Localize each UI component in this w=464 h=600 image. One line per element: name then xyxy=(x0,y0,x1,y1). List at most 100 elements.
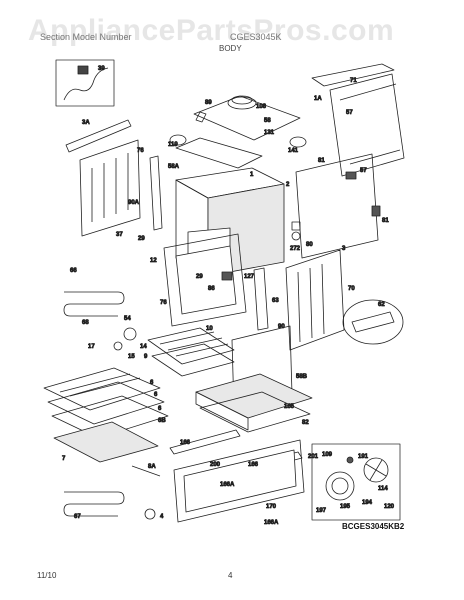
part-127 xyxy=(221,271,233,281)
callout: 6 xyxy=(158,406,162,412)
callout: 200 xyxy=(210,462,221,468)
callout: 131 xyxy=(264,130,275,136)
callout: 29 xyxy=(196,274,203,280)
callout: 3 xyxy=(342,246,346,252)
side-strip-90a xyxy=(149,155,163,231)
part-57 xyxy=(345,171,357,180)
part-80 xyxy=(291,231,301,241)
callout: 2 xyxy=(286,182,290,188)
callout: 166 xyxy=(248,462,259,468)
callout: 195 xyxy=(340,504,351,510)
callout: 17 xyxy=(88,344,95,350)
leg-4 xyxy=(144,508,156,520)
grid-line xyxy=(175,343,229,357)
callout: 37 xyxy=(116,232,123,238)
callout: 80 xyxy=(306,242,313,248)
section-title: BODY xyxy=(219,44,242,53)
callout: 1 xyxy=(250,172,254,178)
terminal-block xyxy=(351,311,395,333)
part-272 xyxy=(291,221,301,231)
callout: 66 xyxy=(70,268,77,274)
footer-date: 11/10 xyxy=(37,571,57,580)
header-model-number: CGES3045K xyxy=(230,32,282,42)
callout: 127 xyxy=(244,274,255,280)
light-lens xyxy=(123,327,137,341)
callout: 90A xyxy=(128,200,140,206)
callout: 170 xyxy=(266,504,277,510)
panel-rib xyxy=(321,263,325,335)
fan-motor-hub xyxy=(331,477,349,495)
callout: 62 xyxy=(378,302,385,308)
bottom-tray-edge xyxy=(195,391,249,431)
callout: 166 xyxy=(180,440,191,446)
callout: 120 xyxy=(384,504,395,510)
callout: 58 xyxy=(264,118,271,124)
callout: 166A xyxy=(220,482,235,488)
power-cord-inset xyxy=(55,59,115,107)
callout: 109 xyxy=(322,452,333,458)
bake-element-66 xyxy=(63,291,125,317)
callout: 166A xyxy=(264,520,279,526)
fan-blade-line xyxy=(369,459,383,481)
broil-element-67 xyxy=(63,491,125,517)
power-cord xyxy=(63,67,109,101)
diagram-code: BCGES3045KB2 xyxy=(342,522,405,531)
strip-63 xyxy=(253,267,269,331)
broil-pan-base xyxy=(151,343,235,377)
drawer-opening xyxy=(183,449,297,513)
drawer-panel-7 xyxy=(53,421,159,463)
callout: 8A xyxy=(148,464,156,470)
callout: 90 xyxy=(278,324,285,330)
page-number: 4 xyxy=(228,571,233,580)
callout: 6 xyxy=(154,392,158,398)
fan-motor-195 xyxy=(325,471,355,501)
callout: 197 xyxy=(316,508,327,514)
trim-3a xyxy=(65,119,132,153)
rack-wire xyxy=(69,377,141,397)
rack-wire xyxy=(59,373,131,393)
drawer-rail-left xyxy=(169,429,241,455)
right-side-panel xyxy=(285,249,345,351)
vent-blower xyxy=(227,96,257,110)
callout: 71 xyxy=(350,78,357,84)
callout: 58B xyxy=(296,374,308,380)
insulation-top xyxy=(175,137,263,169)
switch-141 xyxy=(289,136,307,148)
callout: 81 xyxy=(318,158,325,164)
convection-fan-inset xyxy=(311,443,401,521)
callout: 76 xyxy=(137,148,144,154)
bracket-8a xyxy=(131,465,161,477)
callout: 58A xyxy=(168,164,180,170)
callout: 141 xyxy=(288,148,299,154)
fan-blade-194 xyxy=(363,457,389,483)
callout: 76 xyxy=(160,300,167,306)
callout: 108 xyxy=(256,104,267,110)
panel-rib xyxy=(309,267,313,339)
panel-rib xyxy=(297,271,301,343)
callout: 9 xyxy=(144,354,148,360)
callout: 15 xyxy=(128,354,135,360)
callout: 165 xyxy=(284,404,295,410)
drawer-front-frame xyxy=(173,439,305,523)
callout: 39 xyxy=(98,66,105,72)
callout: 114 xyxy=(378,486,388,492)
callout: 57 xyxy=(360,168,367,174)
callout: 7 xyxy=(62,456,66,462)
callout: 63 xyxy=(272,298,279,304)
callout: 82 xyxy=(302,420,309,426)
part-81 xyxy=(371,205,381,217)
detail-inset-62 xyxy=(342,299,404,345)
callout: 29 xyxy=(138,236,145,242)
oven-top-cover xyxy=(193,95,301,141)
oven-rack-1 xyxy=(43,367,161,411)
callout: 86 xyxy=(208,286,215,292)
callout-labels: 39 3A 89 108 1A 71 58 57 131 119 141 76 … xyxy=(62,66,395,527)
rear-panel-edge xyxy=(349,149,401,165)
callout: 191 xyxy=(358,454,369,460)
part-191 xyxy=(346,456,354,464)
vent-blower-rim xyxy=(231,95,253,105)
callout: 1A xyxy=(314,96,322,102)
bracket-89 xyxy=(195,111,207,123)
callout: 6 xyxy=(150,380,154,386)
